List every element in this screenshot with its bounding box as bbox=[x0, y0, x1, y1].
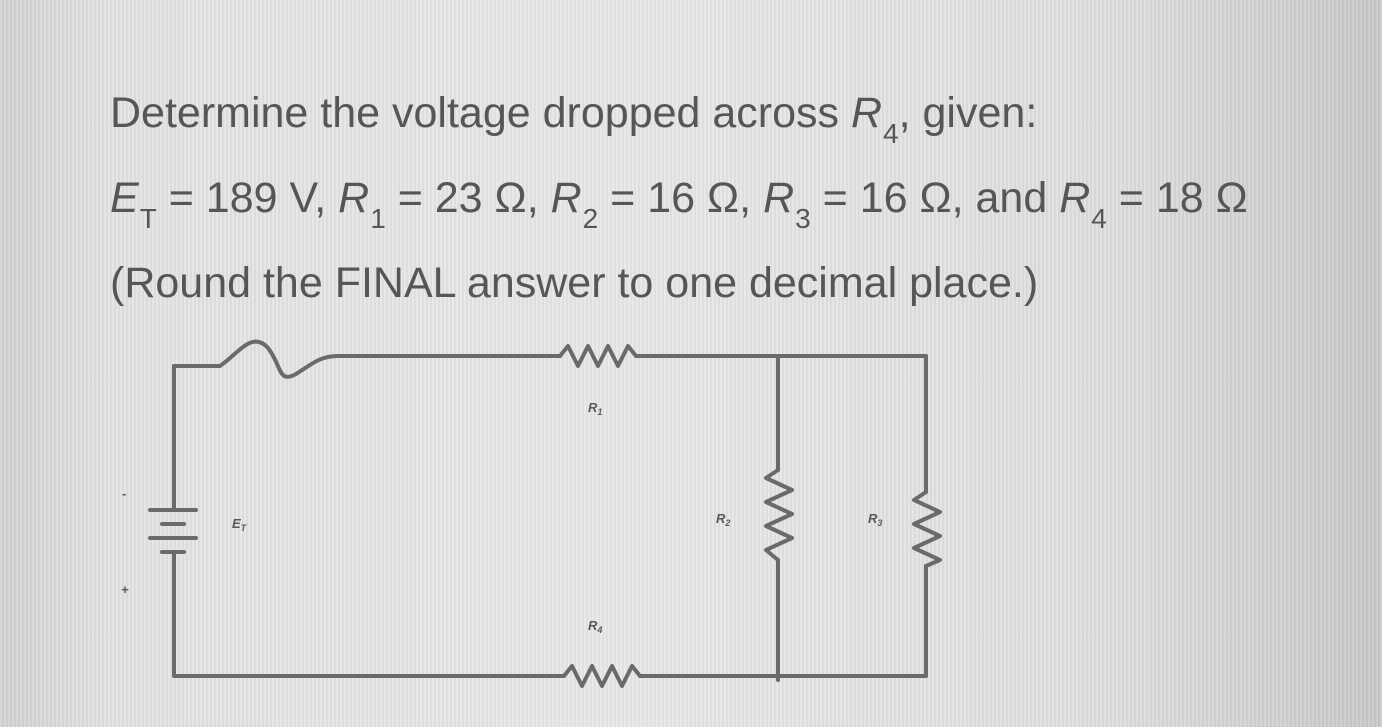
battery-minus-sign: - bbox=[122, 486, 126, 501]
variable-r: R bbox=[850, 89, 883, 137]
battery-plus-sign: + bbox=[121, 582, 129, 597]
variable-r4: R bbox=[1059, 174, 1091, 222]
resistor-r2-zigzag bbox=[764, 468, 794, 562]
wire-r3-bottom bbox=[638, 564, 928, 678]
resistor-r1-label: R1 bbox=[588, 400, 602, 417]
resistor-r4-zigzag bbox=[562, 664, 642, 688]
resistor-r3-label: R3 bbox=[868, 511, 882, 528]
value-r1: = 23 Ω, bbox=[385, 174, 551, 222]
variable-subscript: 4 bbox=[883, 118, 899, 149]
variable-et: E bbox=[110, 174, 139, 222]
problem-text: Determine the voltage dropped across bbox=[110, 89, 851, 137]
given-values-line: ET = 189 V, R1 = 23 Ω, R2 = 16 Ω, R3 = 1… bbox=[110, 173, 1248, 234]
wire-top-right bbox=[634, 354, 928, 494]
variable-subscript: 2 bbox=[582, 203, 599, 234]
battery-label: ET bbox=[232, 516, 248, 533]
problem-statement-line-1: Determine the voltage dropped across R4,… bbox=[110, 88, 1038, 149]
value-r2: = 16 Ω, bbox=[598, 174, 764, 222]
variable-subscript: T bbox=[139, 203, 157, 234]
resistor-r2-label: R2 bbox=[716, 511, 730, 528]
resistor-r3-zigzag bbox=[912, 490, 942, 568]
resistor-r4-label: R4 bbox=[588, 618, 602, 635]
variable-subscript: 1 bbox=[370, 203, 386, 234]
rounding-instruction: (Round the FINAL answer to one decimal p… bbox=[110, 259, 1039, 307]
value-r3: = 16 Ω, and bbox=[810, 174, 1060, 222]
value-r4: = 18 Ω bbox=[1106, 174, 1248, 222]
battery-symbol bbox=[148, 498, 198, 562]
value-et: = 189 V, bbox=[156, 174, 339, 222]
variable-r2: R bbox=[550, 174, 582, 222]
variable-subscript: 3 bbox=[795, 203, 811, 234]
resistor-r1-zigzag bbox=[558, 344, 638, 368]
wire-left-top bbox=[172, 339, 562, 502]
problem-text: , given: bbox=[898, 89, 1038, 137]
variable-r3: R bbox=[763, 174, 795, 222]
wire-bottom-left bbox=[172, 558, 566, 678]
variable-r1: R bbox=[338, 174, 370, 222]
variable-subscript: 4 bbox=[1091, 203, 1107, 234]
